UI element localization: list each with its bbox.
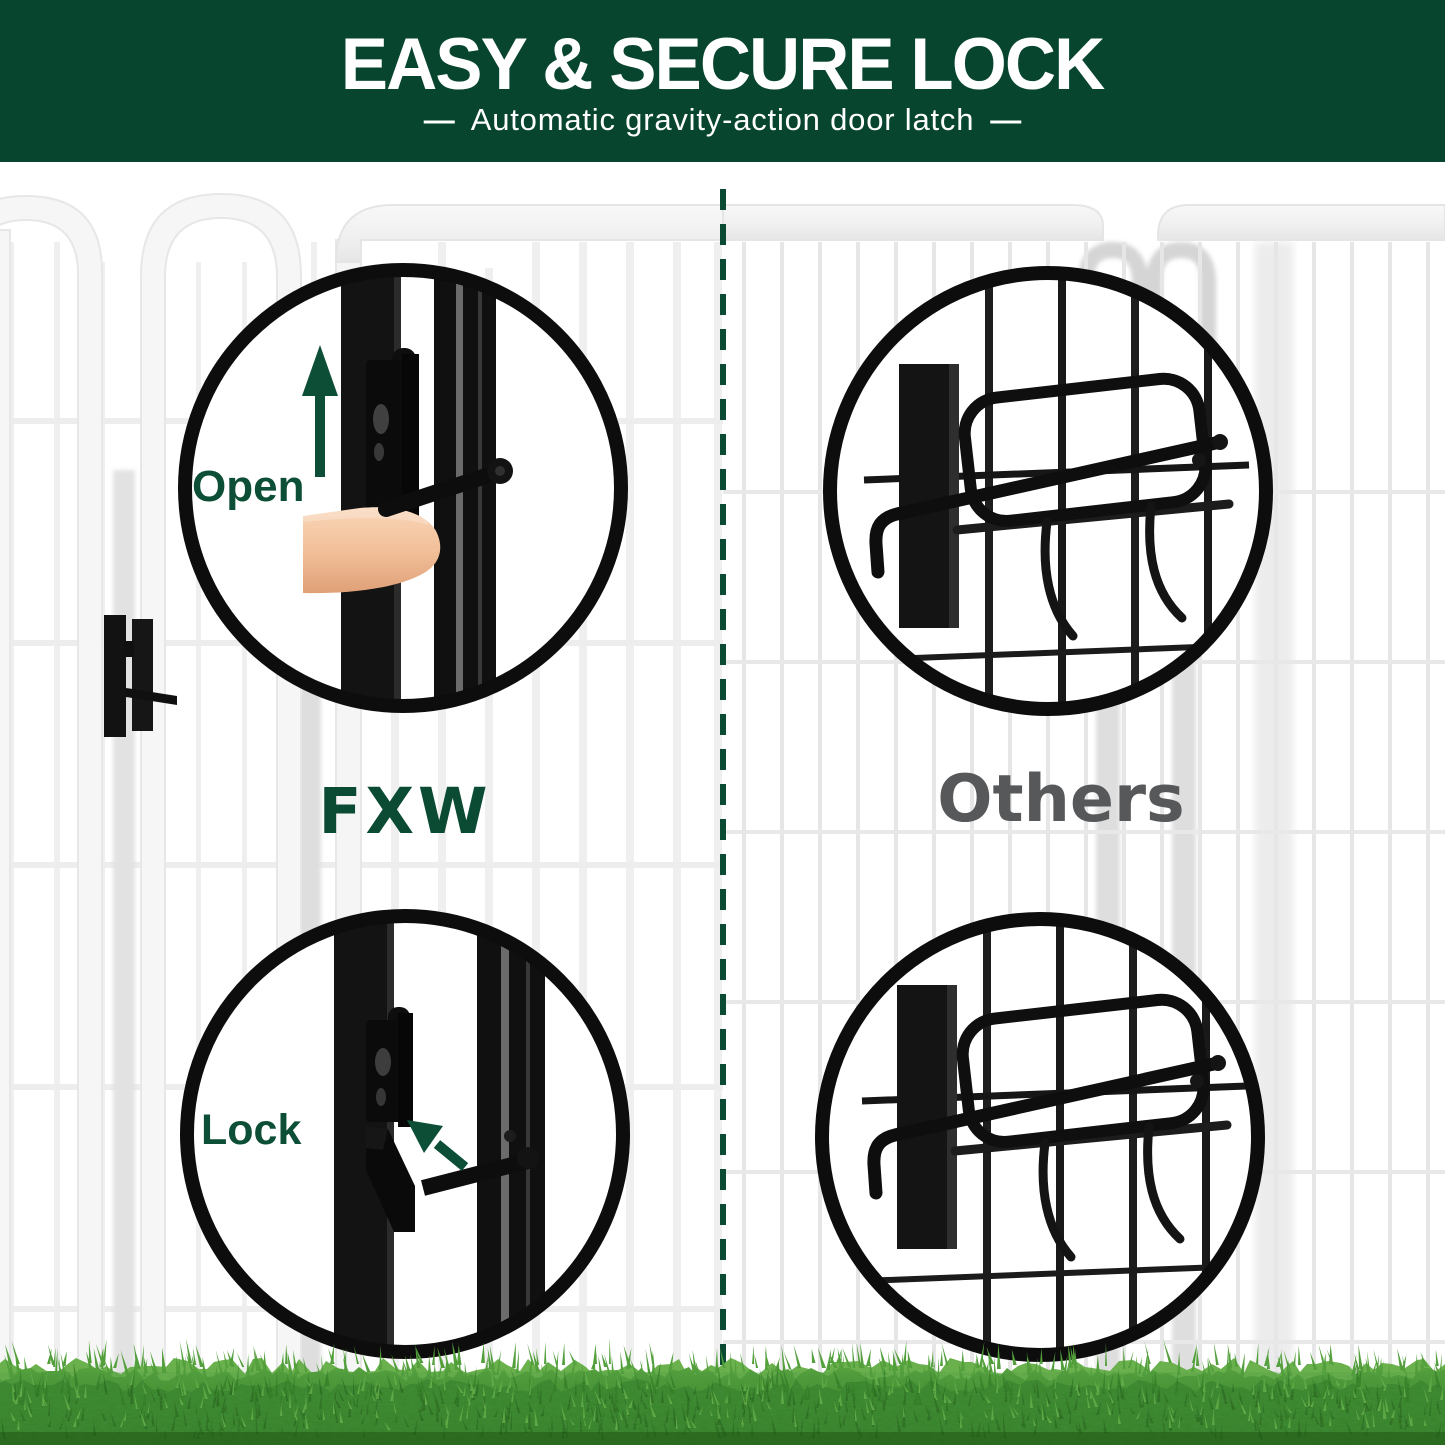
- annotation-lock: Lock: [201, 1106, 302, 1154]
- latch-pin-open: [378, 458, 513, 517]
- page-title: EASY & SECURE LOCK: [341, 24, 1105, 105]
- inset-fxw-open: [178, 263, 628, 713]
- inset-others-bottom: [815, 912, 1265, 1362]
- subtitle-row: — Automatic gravity-action door latch —: [424, 102, 1022, 138]
- lock-arrow-icon: [407, 1120, 469, 1171]
- open-up-arrow-icon: [302, 345, 338, 477]
- inset-fxw-lock: [180, 909, 630, 1359]
- subtitle-left-dash: —: [423, 102, 455, 137]
- distant-latch: [104, 615, 177, 737]
- page-subtitle: Automatic gravity-action door latch: [470, 102, 975, 137]
- subtitle-right-dash: —: [990, 102, 1022, 137]
- brand-label-fxw: FXW: [318, 775, 492, 848]
- gravity-latch-locked: [366, 1007, 539, 1232]
- header-banner: EASY & SECURE LOCK — Automatic gravity-a…: [0, 0, 1445, 162]
- brand-label-others: Others: [937, 762, 1185, 837]
- inset-others-top: [823, 266, 1273, 716]
- finger-image: [303, 507, 441, 594]
- grass: [0, 1338, 1445, 1445]
- annotation-open: Open: [192, 462, 305, 511]
